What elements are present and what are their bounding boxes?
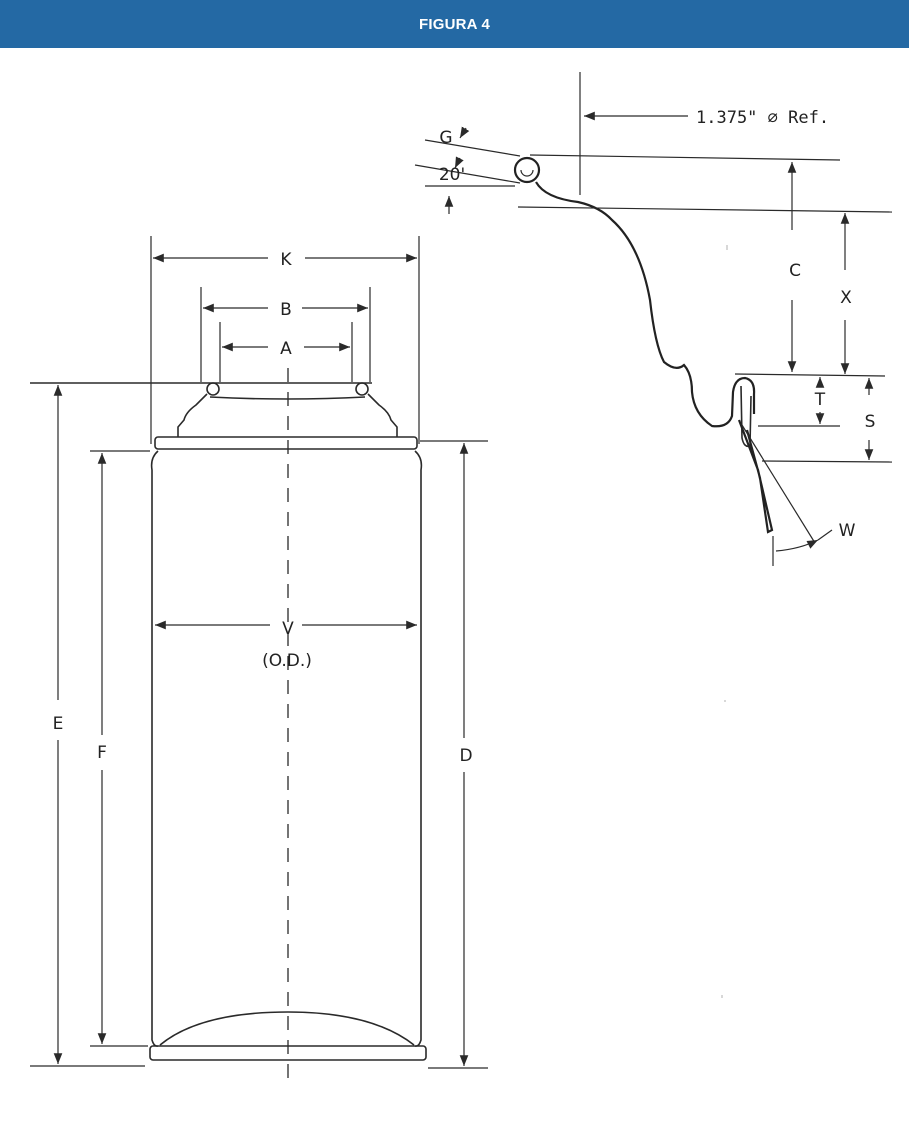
dim-label-c: C xyxy=(789,261,801,281)
dim-label-a: A xyxy=(280,339,292,359)
ref-diameter-note: 1.375" ∅ Ref. xyxy=(696,108,829,128)
figure-title: FIGURA 4 xyxy=(418,15,491,33)
bead-left xyxy=(206,382,220,396)
bottom-dome xyxy=(159,1011,415,1046)
dim-label-od: (O.D.) xyxy=(262,651,312,671)
dim-label-s: S xyxy=(865,412,876,432)
section-view: 1.375" ∅ Ref. G 20' C X T xyxy=(414,72,893,998)
dim-label-w: W xyxy=(839,521,856,541)
dim-label-k: K xyxy=(280,250,292,270)
figure-header: FIGURA 4 xyxy=(0,0,909,48)
dim-label-b: B xyxy=(280,300,292,320)
dim-label-f: F xyxy=(97,743,107,763)
dim-label-v: V xyxy=(282,619,294,639)
can-body xyxy=(150,450,423,1047)
cup-profile xyxy=(535,181,756,428)
dim-label-t: T xyxy=(814,390,826,410)
top-chime xyxy=(154,436,418,450)
dim-label-e: E xyxy=(53,714,64,734)
dim-label-g: G xyxy=(439,128,452,148)
angle-label-20: 20' xyxy=(439,165,465,185)
bead-right xyxy=(355,382,369,396)
dim-label-x: X xyxy=(840,288,852,308)
top-curl xyxy=(513,156,541,184)
dim-label-d: D xyxy=(459,746,472,766)
can-view: K B A V (O.D.) E F D xyxy=(30,236,488,1085)
